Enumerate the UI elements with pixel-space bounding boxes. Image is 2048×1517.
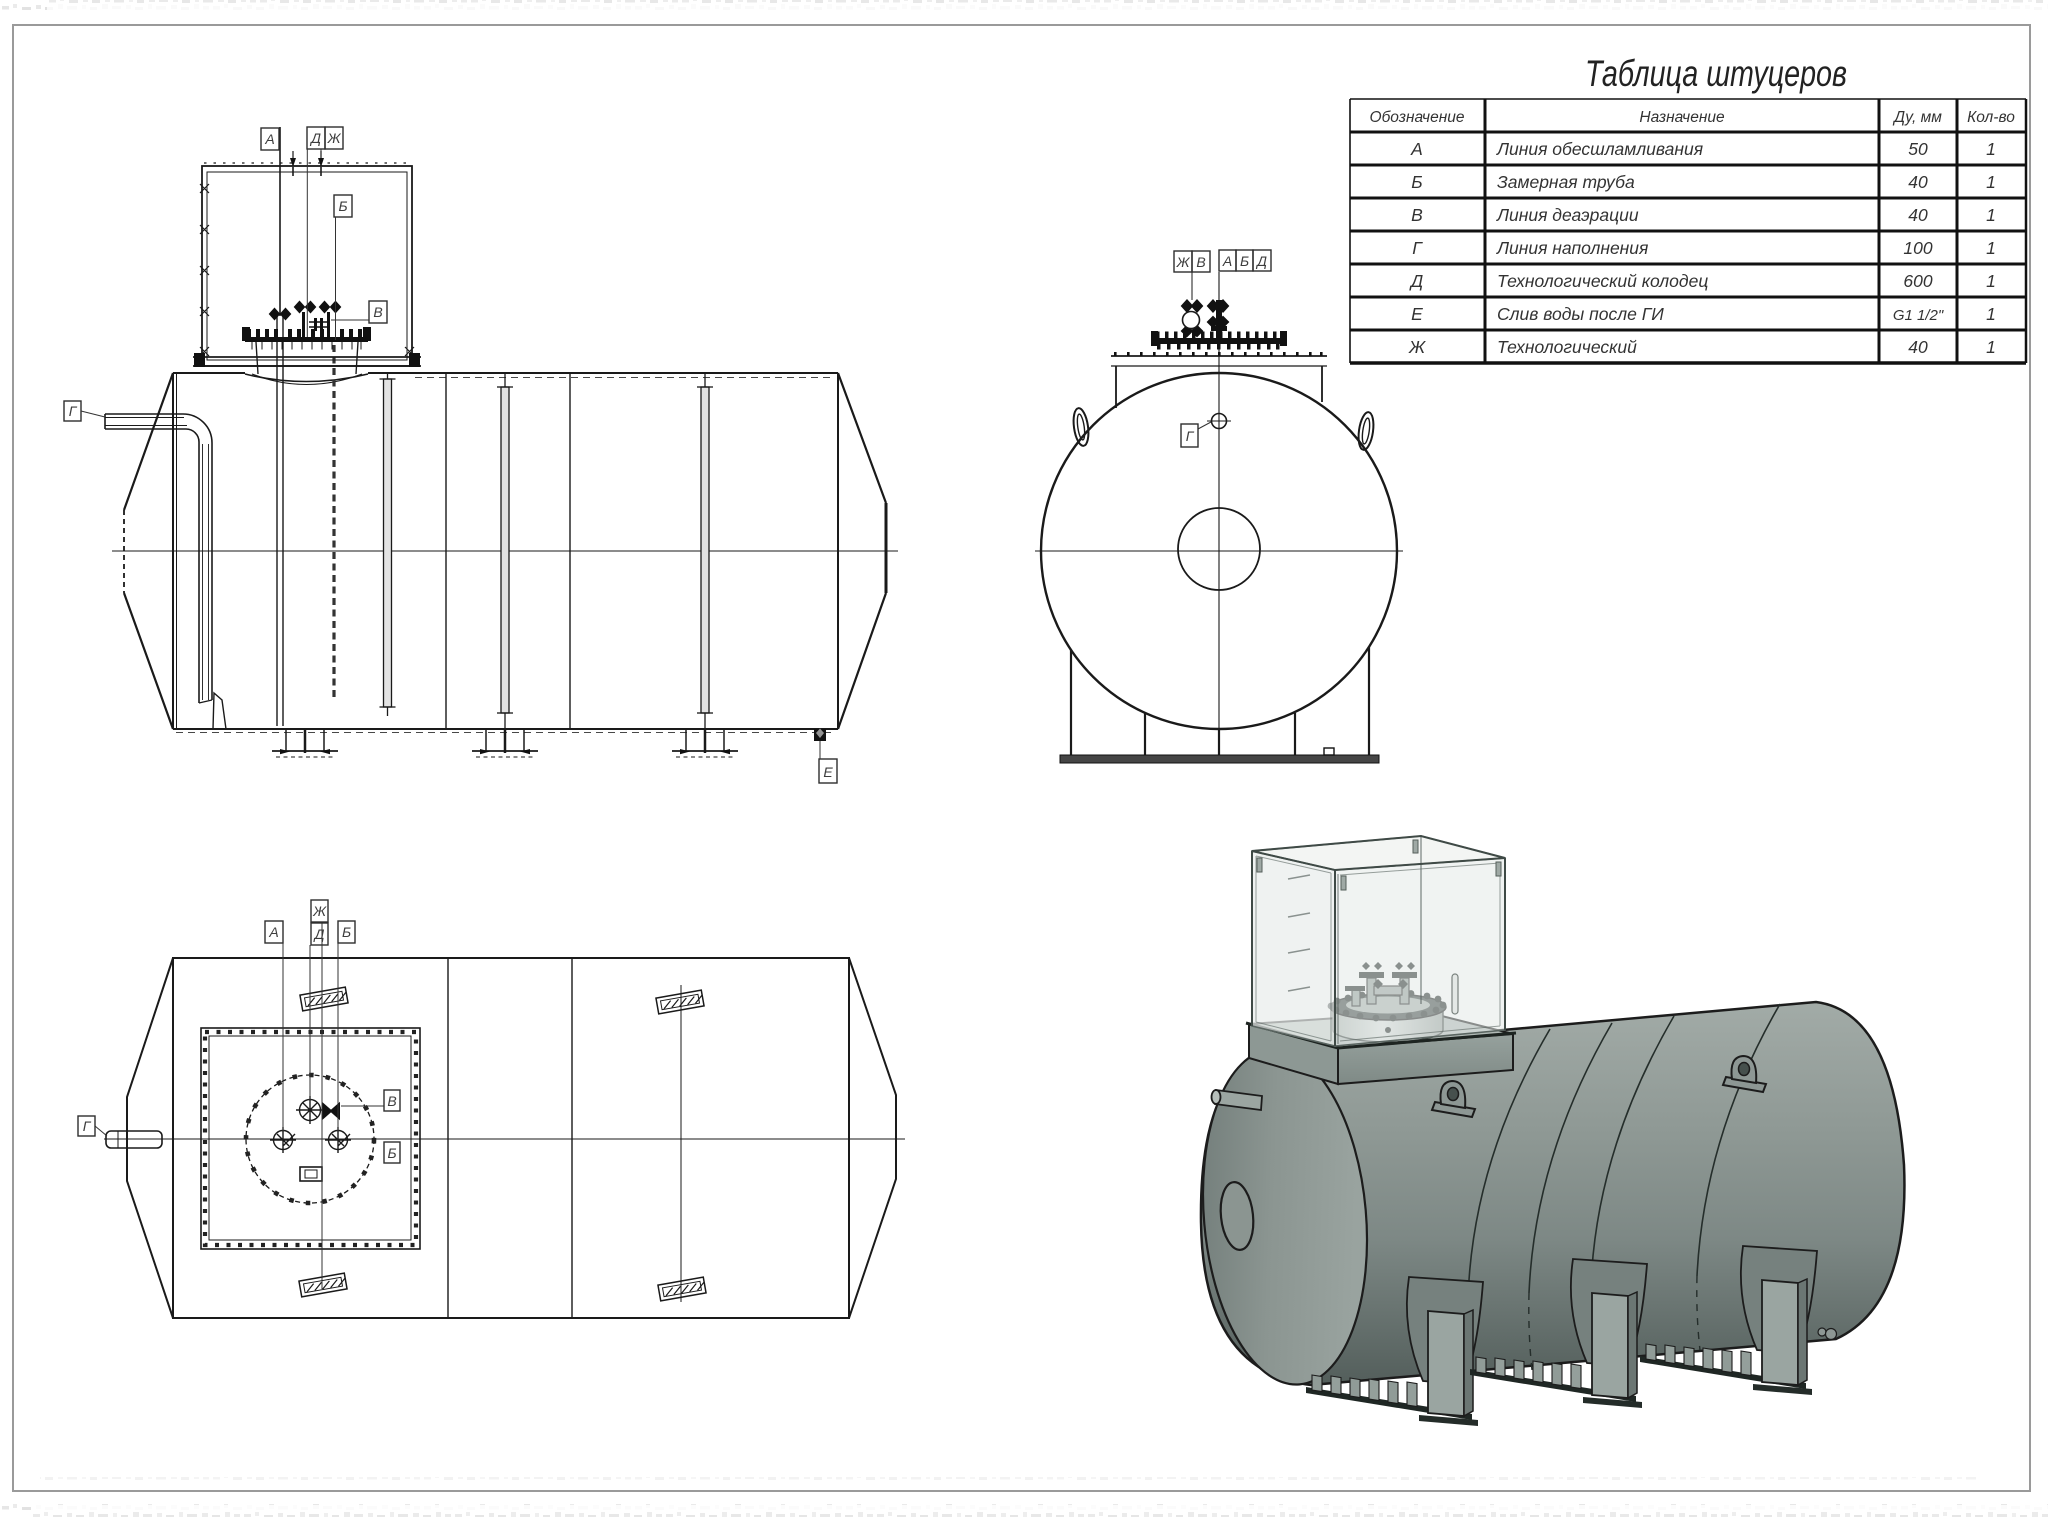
svg-text:Обозначение: Обозначение bbox=[1370, 109, 1465, 126]
svg-text:В: В bbox=[373, 304, 382, 320]
svg-text:Технологический: Технологический bbox=[1497, 337, 1637, 357]
svg-text:Линия обесшламливания: Линия обесшламливания bbox=[1496, 139, 1703, 159]
svg-text:Д: Д bbox=[1409, 271, 1423, 291]
svg-text:Д: Д bbox=[309, 130, 321, 146]
svg-text:Линия наполнения: Линия наполнения bbox=[1496, 238, 1648, 258]
svg-text:А: А bbox=[268, 924, 278, 940]
svg-text:А: А bbox=[264, 131, 274, 147]
svg-text:Г: Г bbox=[1186, 428, 1195, 444]
svg-text:Ж: Ж bbox=[1176, 254, 1191, 270]
svg-text:А: А bbox=[1410, 139, 1423, 159]
svg-text:Д: Д bbox=[1255, 253, 1267, 269]
svg-text:Ж: Ж bbox=[312, 903, 327, 919]
svg-text:Д: Д bbox=[313, 926, 325, 942]
svg-text:Ду, мм: Ду, мм bbox=[1892, 109, 1942, 126]
svg-text:Е: Е bbox=[1411, 304, 1423, 324]
svg-text:1: 1 bbox=[1986, 205, 1996, 225]
svg-text:Ж: Ж bbox=[327, 130, 342, 146]
svg-text:1: 1 bbox=[1986, 304, 1996, 324]
svg-text:Замерная труба: Замерная труба bbox=[1497, 172, 1635, 192]
svg-text:Г: Г bbox=[83, 1118, 92, 1134]
svg-text:1: 1 bbox=[1986, 238, 1996, 258]
svg-text:1: 1 bbox=[1986, 139, 1996, 159]
svg-text:Б: Б bbox=[387, 1145, 396, 1161]
svg-text:Слив воды после ГИ: Слив воды после ГИ bbox=[1497, 304, 1664, 324]
svg-text:100: 100 bbox=[1903, 238, 1932, 258]
svg-text:В: В bbox=[1196, 254, 1205, 270]
svg-text:600: 600 bbox=[1903, 271, 1932, 291]
svg-text:Б: Б bbox=[342, 924, 351, 940]
svg-text:1: 1 bbox=[1986, 337, 1996, 357]
svg-text:Технологический колодец: Технологический колодец bbox=[1497, 271, 1708, 291]
svg-text:Б: Б bbox=[1411, 172, 1422, 192]
svg-text:Г: Г bbox=[69, 403, 78, 419]
svg-text:А: А bbox=[1222, 253, 1232, 269]
svg-text:40: 40 bbox=[1908, 172, 1928, 192]
svg-text:В: В bbox=[387, 1093, 396, 1109]
svg-text:40: 40 bbox=[1908, 337, 1928, 357]
svg-text:Б: Б bbox=[1240, 253, 1249, 269]
svg-text:Б: Б bbox=[338, 198, 347, 214]
svg-text:40: 40 bbox=[1908, 205, 1928, 225]
svg-text:Линия деаэрации: Линия деаэрации bbox=[1496, 205, 1639, 225]
svg-text:В: В bbox=[1411, 205, 1423, 225]
svg-text:Кол-во: Кол-во bbox=[1967, 109, 2015, 126]
svg-text:Ж: Ж bbox=[1408, 337, 1426, 357]
svg-text:Таблица штуцеров: Таблица штуцеров bbox=[1585, 53, 1847, 94]
svg-text:Г: Г bbox=[1412, 238, 1423, 258]
svg-text:Назначение: Назначение bbox=[1639, 109, 1725, 126]
svg-text:G1 1/2": G1 1/2" bbox=[1893, 307, 1944, 324]
svg-text:Е: Е bbox=[823, 764, 833, 780]
svg-text:50: 50 bbox=[1908, 139, 1928, 159]
svg-text:1: 1 bbox=[1986, 271, 1996, 291]
svg-text:1: 1 bbox=[1986, 172, 1996, 192]
